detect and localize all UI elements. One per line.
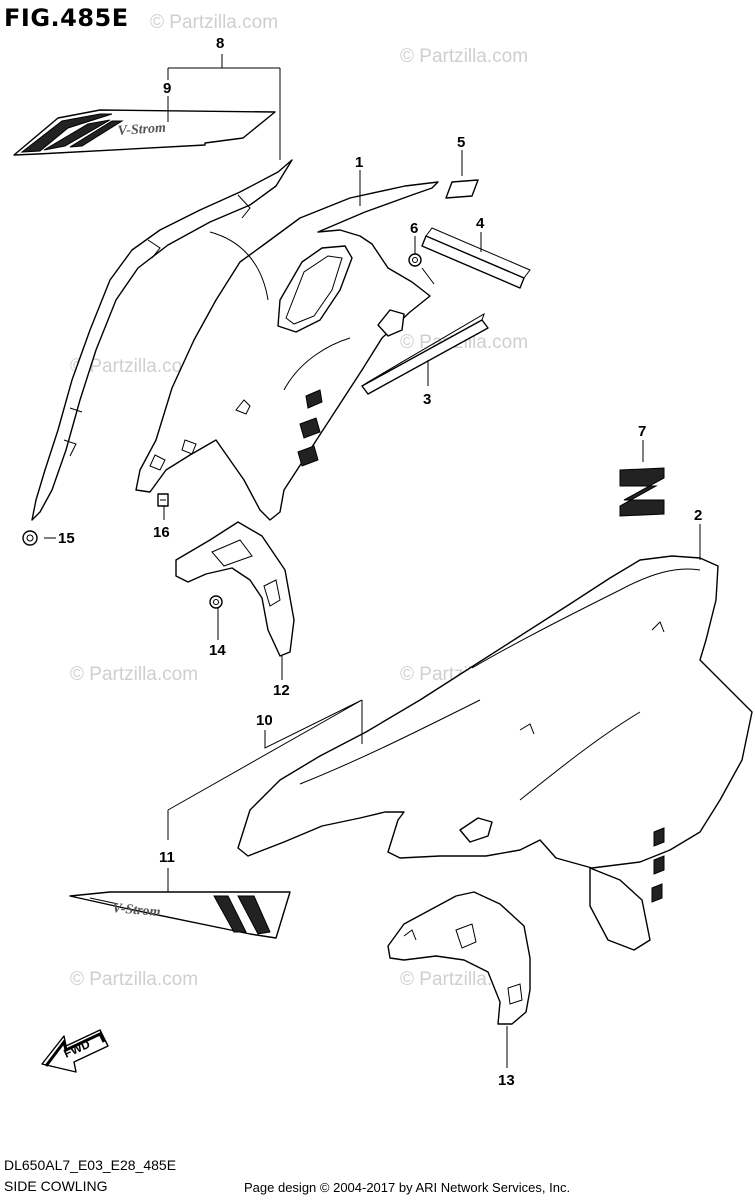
callout-3[interactable]: 3	[423, 391, 431, 408]
callout-11[interactable]: 11	[159, 849, 175, 866]
model-code: DL650AL7_E03_E28_485E	[4, 1157, 177, 1173]
figure-title: FIG.485E	[4, 4, 129, 32]
part-13-bracket-lower[interactable]	[387, 891, 531, 1025]
watermark: © Partzilla.com	[70, 664, 198, 685]
watermark: © Partzilla.com	[150, 12, 278, 33]
watermark: © Partzilla.com	[70, 356, 198, 377]
fwd-arrow-icon: FWD	[41, 1029, 109, 1073]
part-12-bracket[interactable]	[175, 521, 295, 657]
part-3-rubber-strip[interactable]	[361, 312, 489, 395]
callout-15[interactable]: 15	[58, 530, 75, 547]
decal-text-lower: V-Strom	[112, 901, 161, 920]
callout-6[interactable]: 6	[410, 220, 418, 237]
callout-1[interactable]: 1	[355, 154, 363, 171]
callout-12[interactable]: 12	[273, 682, 290, 699]
part-1-side-cowling-upper[interactable]	[135, 181, 439, 521]
part-14-screw[interactable]	[209, 595, 223, 609]
part-15-nut[interactable]	[22, 530, 38, 546]
callout-2[interactable]: 2	[694, 507, 702, 524]
callout-16[interactable]: 16	[153, 524, 170, 541]
callout-5[interactable]: 5	[457, 134, 465, 151]
part-6-screw[interactable]	[408, 253, 422, 267]
part-16-nut[interactable]	[157, 493, 169, 507]
callout-14[interactable]: 14	[209, 642, 226, 659]
callout-4[interactable]: 4	[476, 215, 485, 232]
part-4-rubber-strip[interactable]	[421, 227, 531, 289]
callout-10[interactable]: 10	[256, 712, 273, 729]
leader-lines	[44, 54, 701, 1068]
page-design-credit: Page design © 2004-2017 by ARI Network S…	[244, 1180, 571, 1195]
callout-8[interactable]: 8	[216, 35, 224, 52]
part-11-decal-lower[interactable]: V-Strom	[69, 891, 291, 939]
section-name: SIDE COWLING	[4, 1178, 108, 1194]
part-9-decal-upper[interactable]: V-Strom	[13, 109, 276, 156]
watermark: © Partzilla.com	[400, 46, 528, 67]
callout-9[interactable]: 9	[163, 80, 171, 97]
part-5-pad[interactable]	[445, 179, 479, 199]
callout-13[interactable]: 13	[498, 1072, 515, 1089]
watermark: © Partzilla.com	[70, 969, 198, 990]
part-2-side-cowling-lower[interactable]	[237, 555, 753, 951]
part-7-emblem[interactable]	[619, 467, 665, 517]
callout-7[interactable]: 7	[638, 423, 646, 440]
decal-text-upper: V-Strom	[117, 121, 166, 139]
part-8-cowling-trim-strip[interactable]	[31, 159, 293, 521]
callout-labels: 8 9 1 5 4 6 3 7 2 16 15 14 12 10 11 13	[58, 35, 702, 1089]
